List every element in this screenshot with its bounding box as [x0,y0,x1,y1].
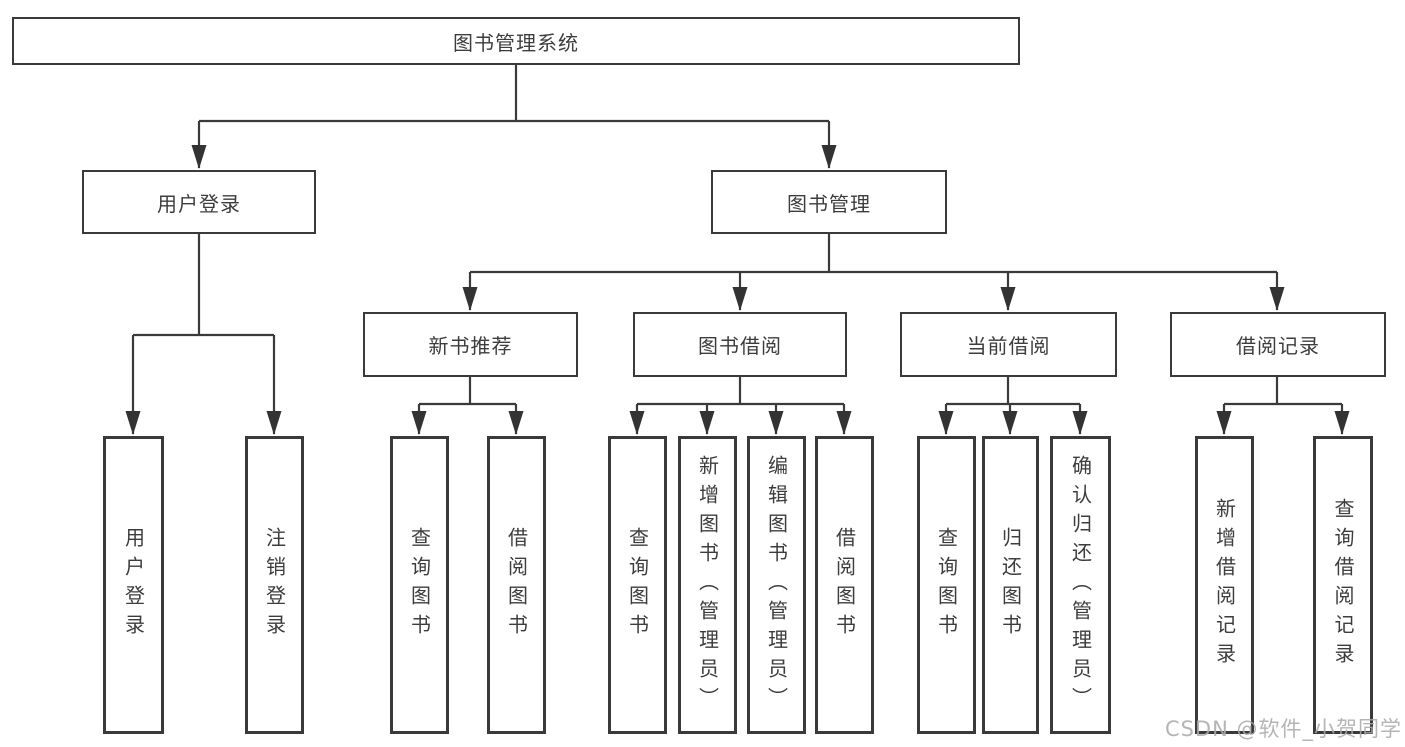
node-label: 新增图书（管理员） [695,454,720,716]
node-borrow-books-recommend: 借阅图书 [487,436,546,734]
node-label: 查询图书 [934,527,959,643]
node-user-login: 用户登录 [82,170,316,234]
node-add-borrow-record: 新增借阅记录 [1195,436,1254,734]
node-query-books-borrowing: 查询图书 [608,436,667,734]
node-edit-book-admin: 编辑图书（管理员） [747,436,806,734]
node-label: 当前借阅 [966,334,1051,358]
node-label: 借阅图书 [832,527,857,643]
node-label: 图书管理 [787,191,871,216]
node-label: 借阅记录 [1236,334,1320,358]
csdn-watermark: CSDN @软件_小贺同学 [1164,717,1402,741]
node-query-borrow-record: 查询借阅记录 [1313,436,1373,734]
node-label: 借阅图书 [504,527,529,643]
node-book-management: 图书管理 [711,170,947,234]
node-user-login-leaf: 用户登录 [103,436,164,734]
node-label: 归还图书 [998,527,1023,643]
node-borrow-books-borrowing: 借阅图书 [815,436,874,734]
node-new-book-recommendation: 新书推荐 [363,312,578,377]
node-label: 查询图书 [625,527,650,643]
node-label: 新增借阅记录 [1212,498,1237,672]
node-label: 图书管理系统 [453,30,579,55]
node-return-book: 归还图书 [982,436,1039,734]
node-library-management-system: 图书管理系统 [12,17,1020,65]
node-label: 查询借阅记录 [1331,498,1355,672]
node-label: 用户登录 [157,191,241,216]
node-logout: 注销登录 [245,436,304,734]
node-query-books-recommend: 查询图书 [390,436,449,734]
node-query-books-current: 查询图书 [917,436,976,734]
node-label: 注销登录 [262,527,287,643]
node-current-borrowing: 当前借阅 [900,312,1117,377]
node-label: 用户登录 [121,527,146,643]
node-label: 编辑图书（管理员） [764,454,789,716]
node-label: 新书推荐 [428,334,513,358]
node-book-borrowing: 图书借阅 [633,312,847,377]
node-label: 图书借阅 [698,334,782,358]
node-add-book-admin: 新增图书（管理员） [678,436,737,734]
node-borrowing-records: 借阅记录 [1170,312,1386,377]
connector-group [125,64,1350,435]
node-label: 查询图书 [407,527,432,643]
node-confirm-return-admin: 确认归还（管理员） [1050,436,1111,734]
node-label: 确认归还（管理员） [1068,454,1093,716]
